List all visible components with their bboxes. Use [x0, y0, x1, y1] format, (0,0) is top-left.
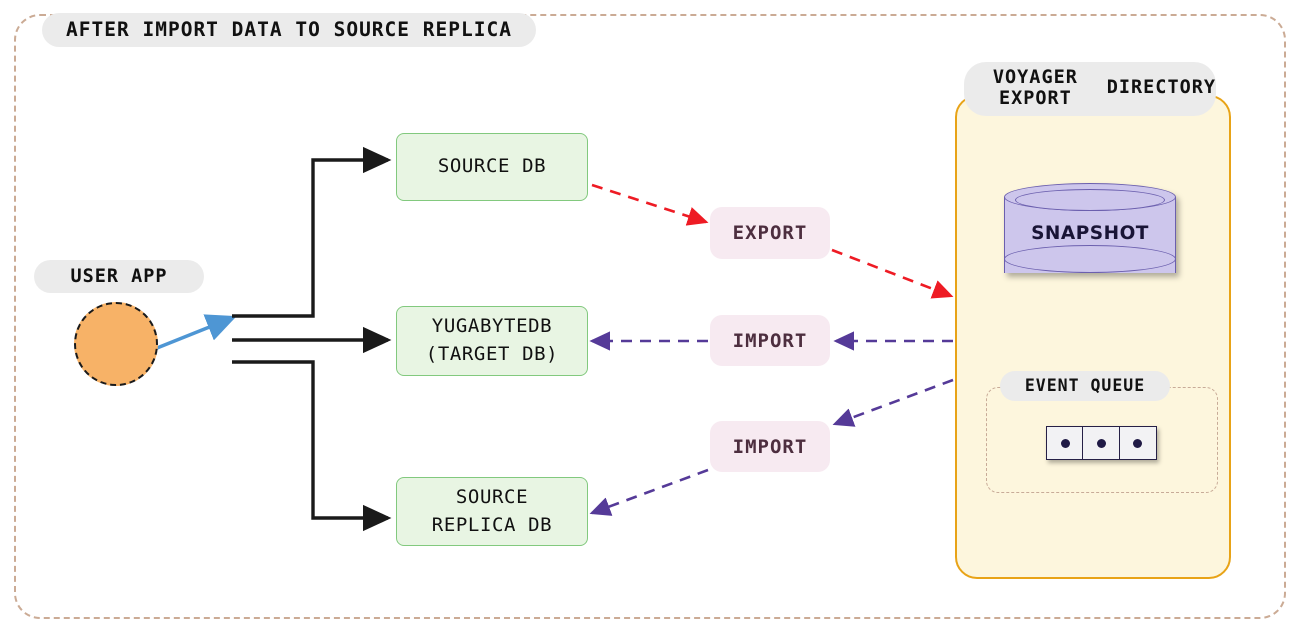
cylinder-bottom: [1004, 245, 1176, 273]
source-replica-db-node[interactable]: SOURCE REPLICA DB: [396, 477, 588, 546]
cylinder-inner-ellipse: [1015, 189, 1165, 211]
queue-event-dot-icon: [1096, 438, 1106, 448]
queue-cell[interactable]: [1082, 426, 1121, 460]
source-db-node[interactable]: SOURCE DB: [396, 133, 588, 201]
snapshot-label: SNAPSHOT: [1031, 222, 1149, 244]
import-replica-action-label[interactable]: IMPORT: [710, 421, 830, 472]
queue-cell[interactable]: [1118, 426, 1157, 460]
voyager-export-directory-container[interactable]: [955, 95, 1231, 579]
snapshot-database-icon[interactable]: SNAPSHOT: [1004, 183, 1176, 287]
event-queue-cells: [1046, 426, 1157, 460]
import-target-action-label[interactable]: IMPORT: [710, 315, 830, 366]
page-title: AFTER IMPORT DATA TO SOURCE REPLICA: [42, 13, 536, 47]
voyager-title-line-2: DIRECTORY: [1106, 77, 1216, 99]
voyager-export-directory-label: VOYAGER EXPORT DIRECTORY: [964, 62, 1216, 116]
user-app-node[interactable]: [74, 302, 158, 386]
event-queue-label: EVENT QUEUE: [1000, 371, 1170, 401]
diagram-outer-frame: [14, 14, 1286, 619]
queue-cell[interactable]: [1046, 426, 1084, 460]
voyager-title-line-1: VOYAGER EXPORT: [992, 66, 1078, 109]
queue-event-dot-icon: [1133, 438, 1143, 448]
queue-event-dot-icon: [1060, 438, 1070, 448]
user-app-label: USER APP: [34, 260, 204, 293]
export-action-label[interactable]: EXPORT: [710, 207, 830, 259]
target-db-node[interactable]: YUGABYTEDB (TARGET DB): [396, 306, 588, 376]
